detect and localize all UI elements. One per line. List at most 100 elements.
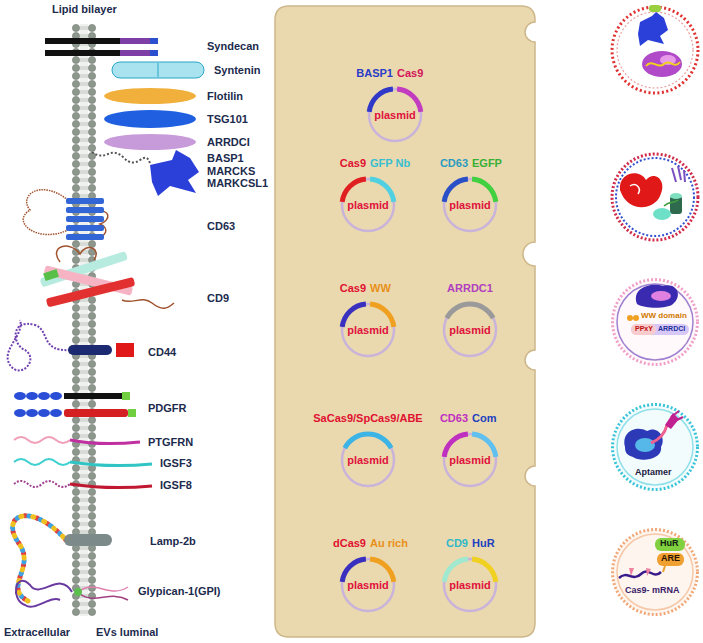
- lipid-bilayer: [72, 24, 96, 616]
- pdgfr-icon: [26, 392, 38, 400]
- plasmid-label: plasmid: [449, 579, 491, 591]
- protein-label: Extracellular: [4, 626, 70, 639]
- gene-segment: [442, 557, 468, 583]
- protein-label: ARRDCI: [207, 136, 250, 149]
- protein-label: IGSF3: [160, 457, 192, 470]
- vesicle-outline: [611, 403, 699, 491]
- plasmid-label: plasmid: [347, 454, 389, 466]
- cd44-icon: [116, 343, 134, 357]
- tsg101-icon: [104, 110, 196, 128]
- vesicle-icon: [653, 208, 671, 220]
- vesicle-icon: [612, 7, 698, 93]
- protein-label: PDGFR: [148, 402, 187, 415]
- plasmid-label: CD63: [440, 157, 468, 169]
- plasmid-label: plasmid: [449, 454, 491, 466]
- syndecan-icon: [45, 38, 158, 56]
- glypican-icon: [74, 588, 82, 596]
- cargo-label: ARRDCI: [658, 325, 685, 333]
- cd9-icon: [43, 269, 59, 281]
- glypican-icon: [16, 581, 128, 607]
- vesicle-cargo: [635, 438, 655, 452]
- cargo-label: Cas9- mRNA: [625, 586, 680, 596]
- plasmid-node: CD63Complasmid: [415, 410, 525, 490]
- cd44-icon: [8, 320, 134, 370]
- vesicle-outline: [613, 405, 698, 490]
- protein-label: Syntenin: [214, 64, 260, 77]
- cargo-label: ARE: [661, 554, 680, 564]
- gene-segment: [340, 177, 366, 203]
- ptgfrn-icon: [14, 437, 70, 443]
- protein-label: BASP1 MARCKS MARKCSL1: [207, 152, 277, 190]
- plasmid-label: Cas9: [397, 67, 423, 79]
- igsf8-icon: [14, 481, 70, 487]
- vesicle-cargo: [651, 291, 671, 301]
- gene-segment: [340, 302, 366, 328]
- vesicle-cargo: [636, 285, 678, 308]
- plasmid-label: CD9: [446, 537, 468, 549]
- protein-label: Syndecan: [207, 40, 259, 53]
- vesicle-icon: [670, 193, 682, 199]
- lamp2b-icon: [13, 516, 112, 602]
- protein-label: CD9: [207, 292, 229, 305]
- protein-label: CD63: [207, 220, 235, 233]
- cd9-icon: [40, 251, 136, 307]
- cd63-icon: [66, 234, 104, 240]
- igsf8-icon: [70, 484, 152, 488]
- pdgfr-icon: [26, 409, 38, 417]
- gene-segment: [397, 87, 423, 113]
- plasmid-ring: [313, 280, 423, 360]
- lipid-bilayer: [80, 24, 88, 616]
- cd44-icon: [68, 345, 112, 355]
- cd63-icon: [66, 216, 104, 222]
- plasmid-node: SaCas9/SpCas9/ABE plasmid: [313, 410, 423, 490]
- syndecan-icon: [120, 50, 150, 56]
- vesicle-icon: [646, 62, 680, 66]
- tsg101-icon: [104, 110, 196, 128]
- vesicle-cargo: [617, 409, 693, 485]
- gene-segment: [370, 557, 396, 583]
- pdgfr-icon: [14, 392, 26, 400]
- basp1-icon: [150, 150, 199, 196]
- syntenin-icon: [112, 62, 204, 78]
- plasmid-label: Au rich: [370, 537, 408, 549]
- protein-label: PTGFRN: [148, 436, 193, 449]
- syndecan-icon: [45, 50, 120, 56]
- lipid-bilayer: [80, 24, 88, 616]
- plasmid-node: CD9HuRplasmid: [415, 535, 525, 615]
- plasmid-label: plasmid: [347, 324, 389, 336]
- vesicle-cargo: [624, 429, 662, 460]
- syntenin-icon: [158, 63, 159, 77]
- vesicle-icon: [649, 5, 661, 12]
- vesicle-outline: [613, 280, 698, 365]
- cd63-icon: [66, 207, 104, 213]
- protein-label: CD44: [148, 346, 176, 359]
- vesicle-cargo: [671, 411, 683, 421]
- plasmid-label: WW: [370, 282, 391, 294]
- vesicle-cargo: [617, 284, 693, 360]
- syndecan-icon: [120, 38, 150, 44]
- syntenin-icon: [112, 62, 204, 78]
- vesicle-cargo: [655, 538, 685, 551]
- igsf8-icon: [14, 481, 152, 488]
- plasmid-label: plasmid: [347, 199, 389, 211]
- cell-panel: [275, 6, 535, 637]
- plasmid-label: CD63: [440, 412, 468, 424]
- gene-segment: [445, 302, 496, 320]
- vesicle-cargo: [619, 571, 661, 578]
- protein-label: TSG101: [207, 113, 248, 126]
- protein-label: IGSF8: [160, 479, 192, 492]
- glypican-icon: [16, 581, 72, 607]
- cd63-icon: [23, 190, 68, 235]
- cd9-icon: [57, 246, 97, 262]
- vesicle-icon: [612, 5, 698, 93]
- vesicle-icon: [664, 200, 678, 206]
- vesicle-node: HuRARECas9- mRNA: [611, 528, 699, 616]
- plasmid-node: CD63EGFPplasmid: [415, 155, 525, 235]
- vesicle-icon: [642, 51, 682, 77]
- plasmid-label: plasmid: [449, 324, 491, 336]
- gene-segment: [472, 557, 498, 583]
- arrdc1-icon: [104, 134, 196, 150]
- plasmid-label: SaCas9/SpCas9/ABE: [313, 412, 422, 424]
- glypican-icon: [80, 587, 128, 591]
- protein-label: Flotilin: [207, 90, 243, 103]
